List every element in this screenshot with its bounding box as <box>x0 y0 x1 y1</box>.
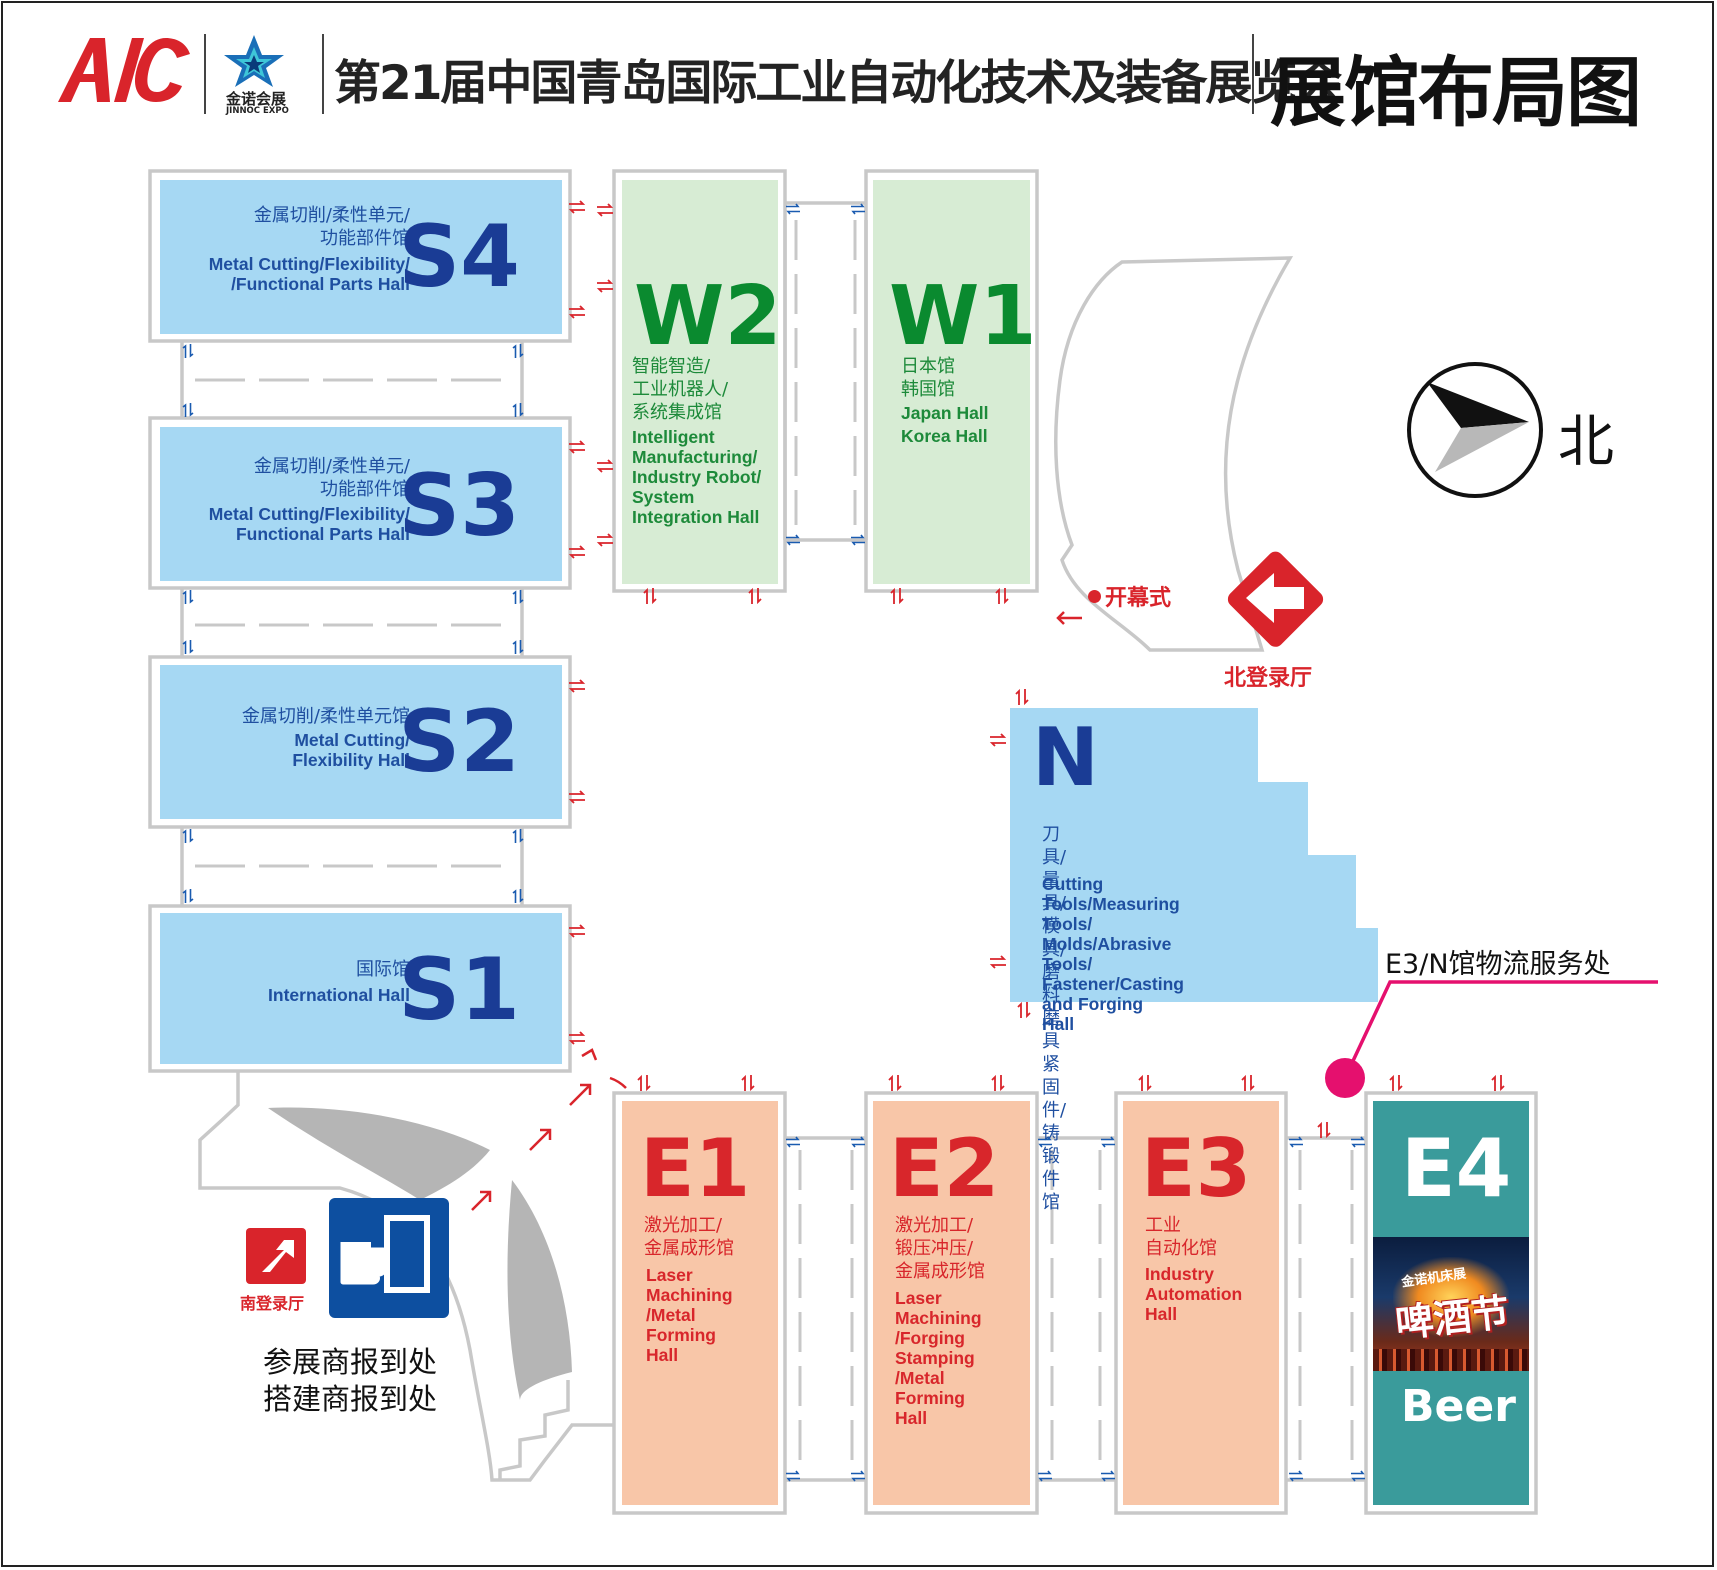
compass-icon <box>1407 362 1543 498</box>
hall-e1[interactable]: E1 激光加工/ 金属成形馆 Laser Machining /Metal Fo… <box>622 1101 778 1505</box>
hall-s4[interactable]: 金属切削/柔性单元/ 功能部件馆 Metal Cutting/Flexibili… <box>160 180 562 334</box>
hall-w2-code: W2 <box>634 269 782 364</box>
south-lobby-arrow-icon[interactable] <box>244 1226 308 1286</box>
hall-s2[interactable]: 金属切削/柔性单元馆 Metal Cutting/ Flexibility Ha… <box>160 665 562 819</box>
hall-n-code: N <box>1032 711 1099 804</box>
hall-s3[interactable]: 金属切削/柔性单元/ 功能部件馆 Metal Cutting/Flexibili… <box>160 427 562 581</box>
page-title: 第21届中国青岛国际工业自动化技术及装备展览会 <box>334 56 1342 111</box>
hall-w1-cn: 日本馆 韩国馆 <box>901 356 955 400</box>
opening-dot-icon <box>1088 590 1101 603</box>
jinnoc-star-icon <box>224 35 284 87</box>
hall-n-cn: 刀具/量具/模具/磨料磨具 紧固件/铸锻件馆 <box>1042 824 1067 1213</box>
hall-w1[interactable]: W1 日本馆 韩国馆 Japan Hall Korea Hall <box>873 180 1037 584</box>
hall-s2-en: Metal Cutting/ Flexibility Hall <box>292 730 410 770</box>
beer-banner-crowd <box>1373 1349 1529 1371</box>
header-divider <box>322 34 324 114</box>
hall-w2-cn: 智能智造/ 工业机器人/ 系统集成馆 <box>632 356 729 423</box>
hall-e2[interactable]: E2 激光加工/ 锻压冲压/ 金属成形馆 Laser Machining /Fo… <box>873 1101 1030 1505</box>
hall-e4-label: Beer <box>1401 1381 1516 1432</box>
hall-e1-code: E1 <box>640 1122 751 1215</box>
opening-label-text: 开幕式 <box>1105 586 1172 611</box>
hall-w2-en: Intelligent Manufacturing/ Industry Robo… <box>632 427 762 527</box>
hall-e3-en: Industry Automation Hall <box>1145 1264 1243 1324</box>
beer-banner-rays <box>1393 1257 1509 1337</box>
hall-w1-code: W1 <box>889 269 1037 364</box>
hall-e1-cn: 激光加工/ 金属成形馆 <box>644 1215 734 1259</box>
hall-s2-cn: 金属切削/柔性单元馆 <box>241 706 410 727</box>
hall-e4[interactable]: E4 金诺机床展 啤酒节 Beer <box>1373 1101 1529 1505</box>
hall-e2-en: Laser Machining /Forging Stamping /Metal… <box>895 1288 982 1428</box>
hall-s3-cn: 金属切削/柔性单元/ 功能部件馆 <box>253 456 410 500</box>
hall-s4-cn: 金属切削/柔性单元/ 功能部件馆 <box>253 205 410 249</box>
builder-checkin-label: 搭建商报到处 <box>263 1382 438 1416</box>
hall-s4-en: Metal Cutting/Flexibility/ /Functional P… <box>208 254 410 294</box>
hall-n[interactable]: N 刀具/量具/模具/磨料磨具 紧固件/铸锻件馆 Cutting Tools/M… <box>1010 708 1184 1214</box>
hall-e3[interactable]: E3 工业 自动化馆 Industry Automation Hall <box>1123 1101 1279 1505</box>
hall-s3-code: S3 <box>398 456 520 556</box>
hall-s3-en: Metal Cutting/Flexibility/ Functional Pa… <box>208 504 410 544</box>
hall-n-en: Cutting Tools/Measuring Tools/ Molds/Abr… <box>1042 874 1184 1034</box>
hall-s2-code: S2 <box>398 692 520 792</box>
opening-ceremony-label: 开幕式 <box>1088 580 1171 612</box>
hall-s1-cn: 国际馆 <box>356 959 410 980</box>
south-lobby-label: 南登录厅 <box>240 1294 305 1313</box>
hall-e3-cn: 工业 自动化馆 <box>1145 1215 1217 1259</box>
header-divider <box>204 34 206 114</box>
hall-e1-en: Laser Machining /Metal Forming Hall <box>646 1265 733 1365</box>
north-lobby-arrow-icon[interactable] <box>1218 541 1333 656</box>
hall-e3-code: E3 <box>1141 1122 1252 1215</box>
hall-s1[interactable]: 国际馆 International Hall S1 <box>160 913 562 1064</box>
aic-logo <box>58 38 190 102</box>
hall-w2[interactable]: W2 智能智造/ 工业机器人/ 系统集成馆 Intelligent Manufa… <box>622 180 782 584</box>
hall-e4-code: E4 <box>1401 1122 1512 1215</box>
checkin-card-icon[interactable] <box>329 1198 449 1318</box>
beer-festival-banner: 金诺机床展 啤酒节 <box>1373 1237 1529 1371</box>
exhibitor-checkin-label: 参展商报到处 <box>263 1345 438 1379</box>
north-lobby-label: 北登录厅 <box>1224 666 1313 691</box>
hall-e2-cn: 激光加工/ 锻压冲压/ 金属成形馆 <box>895 1215 985 1282</box>
logistics-label: E3/N馆物流服务处 <box>1385 949 1611 980</box>
header-divider <box>1252 34 1254 114</box>
hall-e2-code: E2 <box>889 1122 1000 1215</box>
brand-en: JINNOC EXPO <box>226 106 289 116</box>
hall-s1-en: International Hall <box>268 985 410 1005</box>
north-label: 北 <box>1558 410 1614 475</box>
hall-s4-code: S4 <box>398 207 520 307</box>
hall-s1-code: S1 <box>398 940 520 1040</box>
page-subtitle: 展馆布局图 <box>1270 48 1642 137</box>
brand-cn: 金诺会展 <box>226 90 287 108</box>
hall-w1-en: Japan Hall Korea Hall <box>901 403 989 446</box>
